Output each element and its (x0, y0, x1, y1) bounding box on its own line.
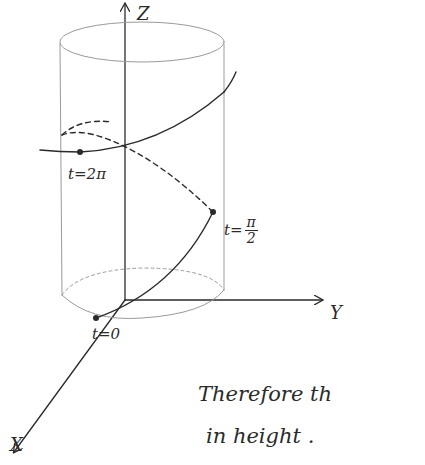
helix-curve (96, 212, 213, 318)
x-axis (14, 300, 125, 452)
helix-curve (224, 72, 236, 92)
point-dot (77, 149, 83, 155)
note-text: Therefore th (198, 383, 332, 406)
cylinder-top (60, 22, 224, 62)
cylinder-side (60, 44, 62, 295)
fraction-numerator: π (245, 215, 258, 231)
cylinder-base-back (62, 268, 224, 295)
note-text: in height . (206, 425, 314, 448)
axis-name: Y (330, 303, 342, 323)
axis-name: Z (137, 4, 150, 24)
cylinder-side (224, 44, 225, 290)
z-axis (124, 4, 125, 300)
parameter-label: t=2π (68, 166, 106, 183)
parameter-label: t=0 (92, 326, 120, 343)
fraction: π2 (245, 215, 258, 245)
fraction-denominator: 2 (247, 231, 256, 246)
point-dot (93, 315, 99, 321)
axis-name: X (10, 435, 23, 455)
helix-hidden (62, 121, 112, 135)
y-axis (125, 299, 322, 300)
helix-hidden (62, 132, 213, 212)
parameter-label: t= (224, 222, 243, 239)
helix-curve (40, 92, 224, 152)
point-dot (210, 209, 216, 215)
